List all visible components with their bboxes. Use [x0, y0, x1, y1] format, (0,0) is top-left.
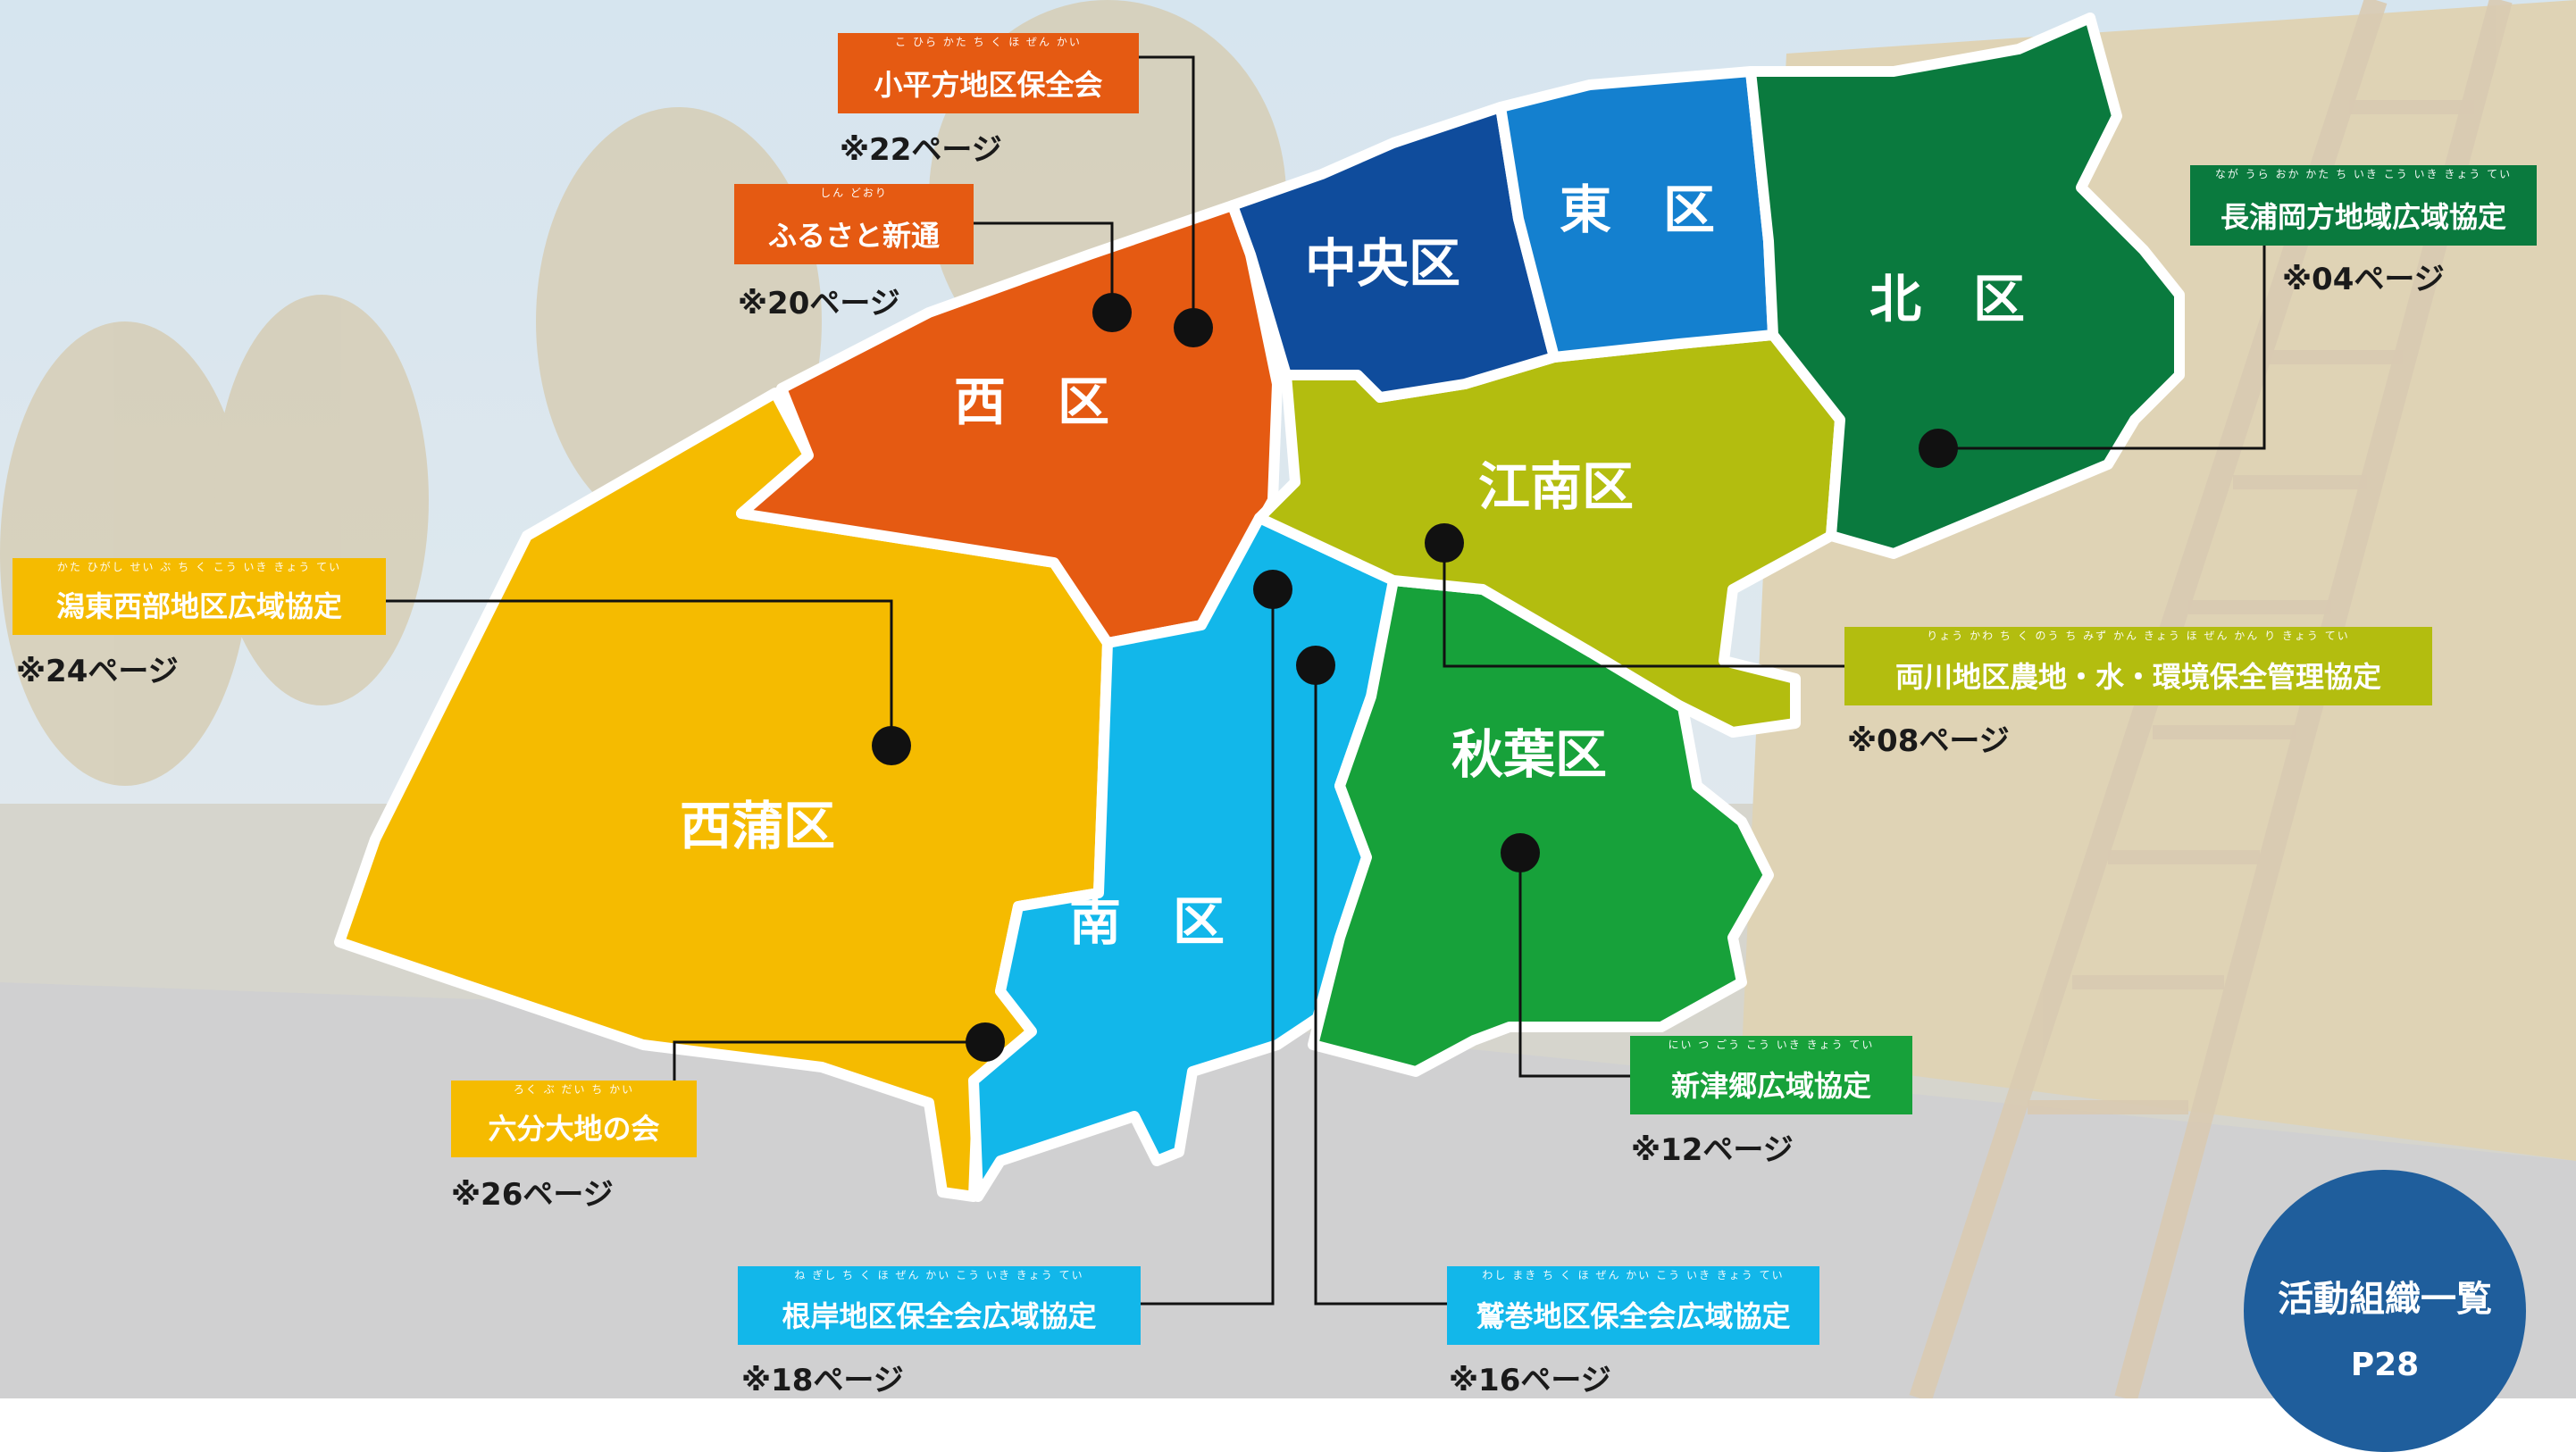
leader-line-kodaira [1139, 55, 1195, 326]
page-ref-kato[interactable]: ※24ページ [16, 654, 179, 689]
district-label-higashi: 東 区 [1560, 179, 1715, 240]
page-ref-niitsugo[interactable]: ※12ページ [1631, 1132, 1794, 1168]
district-kita[interactable] [1745, 13, 2185, 559]
label-text-ryokawa: 両川地区農地・水・環境保全管理協定 [1894, 660, 2381, 694]
district-label-minami: 南 区 [1069, 891, 1225, 952]
district-label-akiha: 秋葉区 [1451, 724, 1607, 785]
marker-niitsugo[interactable] [1501, 833, 1540, 872]
marker-nagaura[interactable] [1919, 429, 1958, 468]
marker-ryokawa[interactable] [1425, 523, 1464, 563]
leader-line-washimaki [1314, 665, 1447, 1306]
ruby-furusato: しん どおり [820, 187, 888, 199]
activity-list-badge[interactable]: 活動組織一覧 P28 [2244, 1170, 2526, 1452]
label-text-furusato: ふるさと新通 [767, 219, 940, 253]
district-label-nishi: 西 区 [954, 371, 1109, 432]
leader-line-niitsugo [1518, 853, 1630, 1078]
marker-washimaki[interactable] [1296, 646, 1335, 685]
label-furusato[interactable]: しん どおり ふるさと新通 [734, 184, 974, 264]
leader-line-furusato [974, 221, 1114, 313]
label-text-negishi: 根岸地区保全会広域協定 [782, 1299, 1097, 1333]
leader-line-kato [386, 599, 893, 746]
label-text-nagaura: 長浦岡方地域広域協定 [2220, 200, 2506, 234]
label-ryokawa[interactable]: りょう かわ ち く のう ち みず かん きょう ほ ぜん かん り きょう … [1844, 627, 2432, 705]
marker-negishi[interactable] [1253, 570, 1292, 609]
label-text-kodaira: 小平方地区保全会 [874, 68, 1103, 102]
label-washimaki[interactable]: わし まき ち く ほ ぜん かい こう いき きょう てい 鷲巻地区保全会広域… [1447, 1266, 1819, 1345]
leader-line-negishi [1141, 589, 1275, 1306]
page-ref-ryokawa[interactable]: ※08ページ [1847, 723, 2010, 759]
ruby-kato: かた ひがし せい ぶ ち く こう いき きょう てい [56, 561, 342, 573]
district-chuo[interactable] [1227, 102, 1560, 403]
ruby-nagaura: なが うら おか かた ち いき こう いき きょう てい [2214, 168, 2513, 180]
page-ref-negishi[interactable]: ※18ページ [741, 1363, 904, 1398]
marker-rokubu[interactable] [966, 1022, 1005, 1062]
marker-kato[interactable] [872, 726, 911, 765]
label-text-niitsugo: 新津郷広域協定 [1670, 1069, 1871, 1103]
label-kato[interactable]: かた ひがし せい ぶ ち く こう いき きょう てい 潟東西部地区広域協定 [13, 558, 386, 635]
label-rokubu[interactable]: ろく ぶ だい ち かい 六分大地の会 [451, 1081, 697, 1157]
marker-furusato[interactable] [1092, 293, 1132, 332]
ruby-niitsugo: にい つ ごう こう いき きょう てい [1668, 1039, 1875, 1051]
ruby-negishi: ね ぎし ち く ほ ぜん かい こう いき きょう てい [794, 1269, 1084, 1281]
leader-line-rokubu [673, 1040, 985, 1087]
badge-page: P28 [2350, 1347, 2420, 1383]
ruby-ryokawa: りょう かわ ち く のう ち みず かん きょう ほ ぜん かん り きょう … [1927, 630, 2350, 642]
ruby-washimaki: わし まき ち く ほ ぜん かい こう いき きょう てい [1482, 1269, 1785, 1281]
district-label-konan: 江南区 [1478, 456, 1634, 517]
district-map: 西 区 西蒲区 南 区 中央区 東 区 北 区 江南区 秋葉区 [334, 13, 2266, 1306]
page-ref-furusato[interactable]: ※20ページ [738, 286, 900, 321]
district-label-chuo: 中央区 [1305, 233, 1460, 294]
ruby-rokubu: ろく ぶ だい ち かい [513, 1083, 635, 1096]
label-text-kato: 潟東西部地区広域協定 [55, 589, 342, 623]
district-label-kita: 北 区 [1869, 269, 2025, 330]
marker-kodaira[interactable] [1174, 308, 1213, 347]
page-ref-kodaira[interactable]: ※22ページ [840, 132, 1002, 168]
label-nagaura[interactable]: なが うら おか かた ち いき こう いき きょう てい 長浦岡方地域広域協定 [2190, 165, 2537, 246]
page-ref-washimaki[interactable]: ※16ページ [1449, 1363, 1611, 1398]
label-niitsugo[interactable]: にい つ ごう こう いき きょう てい 新津郷広域協定 [1630, 1036, 1912, 1114]
district-label-nishikan: 西蒲区 [680, 796, 835, 856]
label-kodaira[interactable]: こ ひら かた ち く ほ ぜん かい 小平方地区保全会 [838, 33, 1139, 113]
ruby-kodaira: こ ひら かた ち く ほ ぜん かい [895, 36, 1082, 48]
label-negishi[interactable]: ね ぎし ち く ほ ぜん かい こう いき きょう てい 根岸地区保全会広域協… [738, 1266, 1141, 1345]
label-text-washimaki: 鷲巻地区保全会広域協定 [1476, 1299, 1791, 1333]
label-text-rokubu: 六分大地の会 [488, 1112, 660, 1146]
page-ref-nagaura[interactable]: ※04ページ [2282, 262, 2445, 297]
leader-line-nagaura [1938, 246, 2266, 450]
badge-title: 活動組織一覧 [2278, 1279, 2492, 1320]
page-ref-rokubu[interactable]: ※26ページ [451, 1177, 614, 1213]
leader-line-ryokawa [1443, 543, 1844, 668]
